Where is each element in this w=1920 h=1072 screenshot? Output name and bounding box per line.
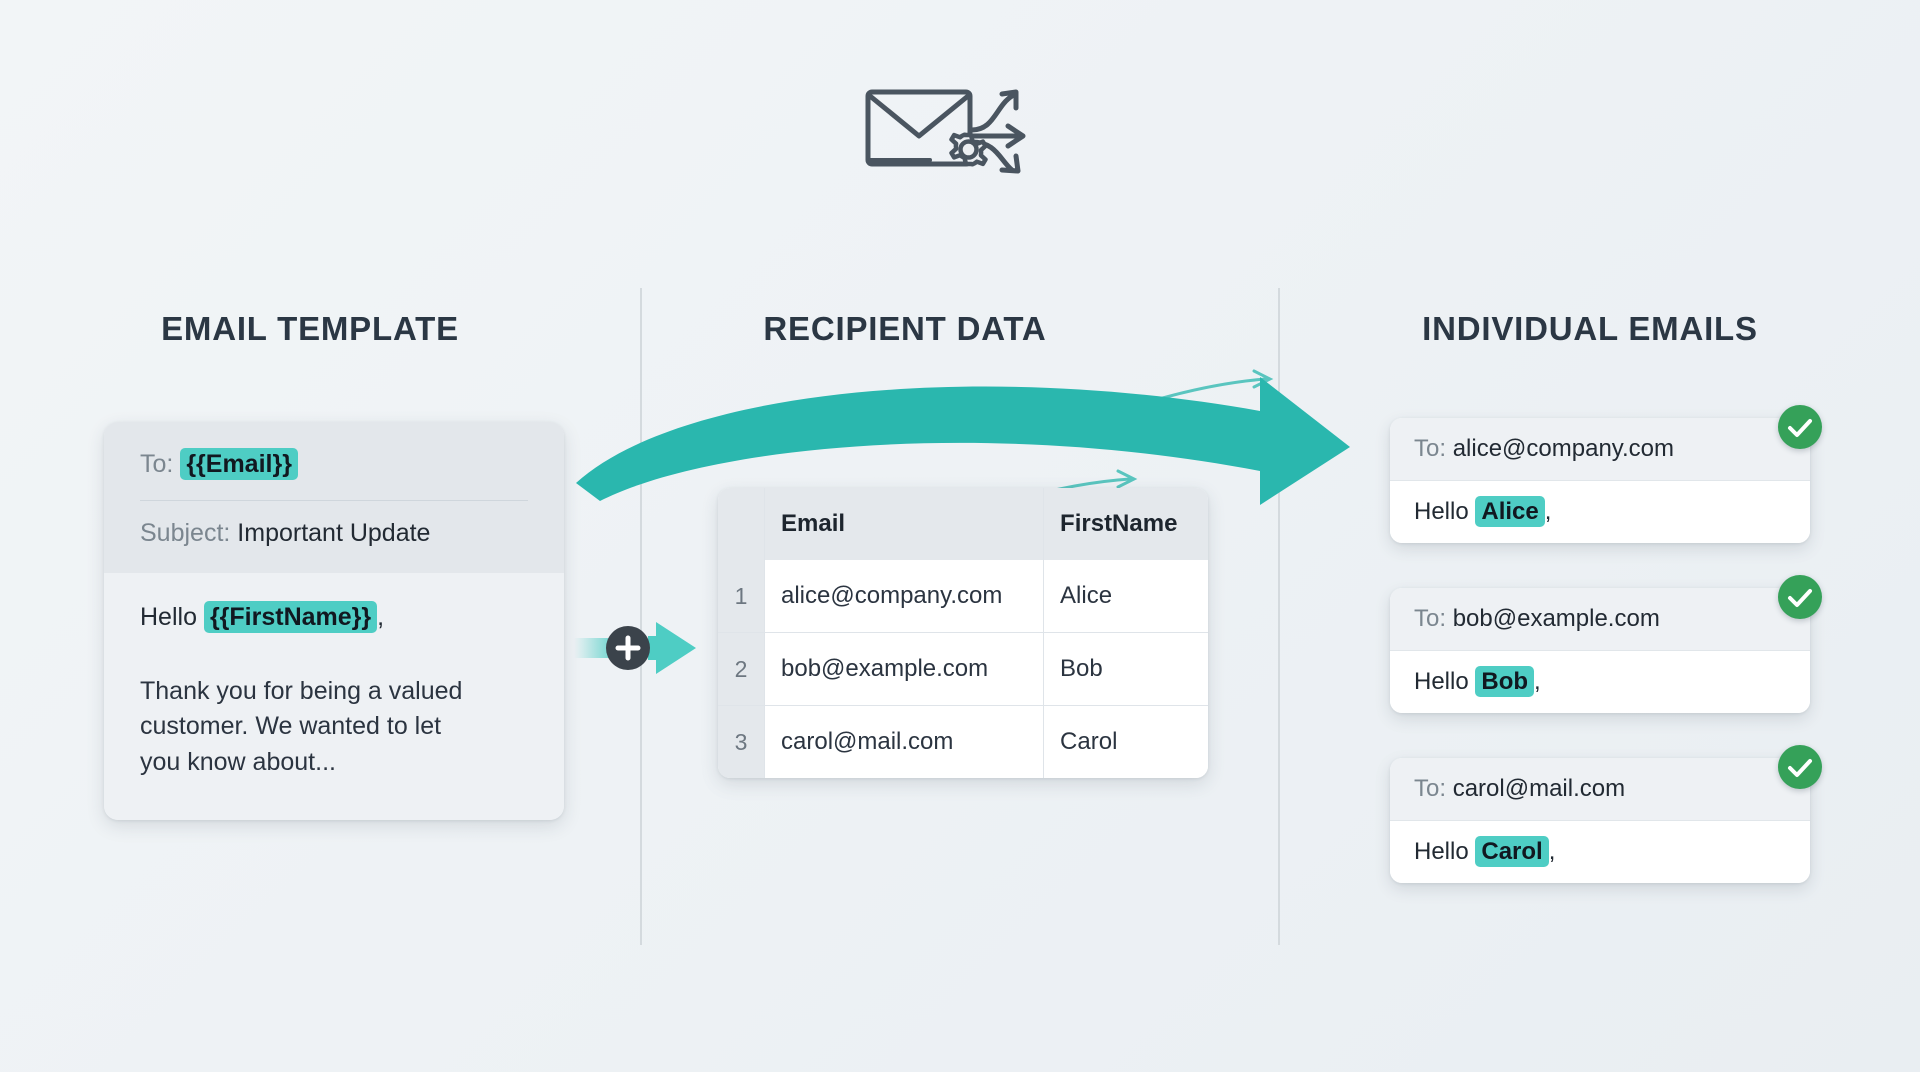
page-title-email-template: EMAIL TEMPLATE (161, 310, 459, 347)
result-greeting: Hello Carol, (1390, 821, 1810, 883)
row-number: 3 (718, 705, 765, 778)
cell-firstname: Alice (1043, 560, 1208, 633)
page-title-recipient-data: RECIPIENT DATA (763, 310, 1047, 347)
cell-firstname: Carol (1043, 705, 1208, 778)
result-greeting-suffix: , (1548, 838, 1556, 865)
cell-firstname: Bob (1043, 632, 1208, 706)
page-title-individual-emails: INDIVIDUAL EMAILS (1422, 310, 1758, 347)
flow-arrow-body (576, 377, 1350, 505)
result-to-address: carol@mail.com (1452, 775, 1626, 802)
column-divider-left (640, 288, 642, 945)
result-greeting-prefix: Hello (1414, 498, 1469, 525)
template-greeting-token: {{FirstName}} (203, 600, 378, 633)
result-greeting: Hello Bob, (1390, 651, 1810, 713)
table-row[interactable]: 3 carol@mail.com Carol (718, 705, 1208, 778)
result-merged-name: Carol (1475, 836, 1549, 867)
template-to-token: {{Email}} (180, 448, 298, 480)
result-to-line: To: alice@company.com (1390, 418, 1810, 481)
cell-email: carol@mail.com (764, 705, 1045, 778)
merge-connector (574, 622, 696, 674)
envelope-gear-arrows-icon (865, 89, 1026, 174)
motion-trail-arrow-2 (1252, 369, 1274, 389)
result-to-label: To: (1414, 435, 1447, 462)
template-body: Hello {{FirstName}}, Thank you for being… (104, 572, 564, 820)
template-header: To: {{Email}} Subject: Important Update (104, 422, 564, 573)
individual-email-card: To: bob@example.com Hello Bob, (1390, 588, 1810, 713)
connector-bar (574, 638, 616, 658)
result-to-line: To: bob@example.com (1390, 588, 1810, 651)
result-greeting-prefix: Hello (1414, 838, 1469, 865)
motion-trail-2 (1150, 377, 1268, 403)
result-to-label: To: (1414, 775, 1447, 802)
row-number: 1 (718, 560, 765, 633)
template-subject-line: Subject: Important Update (140, 517, 528, 551)
template-greeting: Hello {{FirstName}}, (140, 600, 528, 633)
connector-arrowhead (648, 622, 696, 674)
check-circle-icon (1778, 405, 1822, 449)
column-divider-right (1278, 288, 1280, 945)
table-header-email: Email (764, 488, 1045, 560)
check-circle-icon (1778, 575, 1822, 619)
table-header-row: Email FirstName (718, 488, 1208, 560)
row-number: 2 (718, 632, 765, 706)
table-row[interactable]: 2 bob@example.com Bob (718, 632, 1208, 706)
check-circle-icon (1778, 745, 1822, 789)
table-gutter-header (718, 488, 765, 560)
result-to-address: alice@company.com (1452, 435, 1675, 462)
cell-email: alice@company.com (764, 560, 1045, 633)
template-subject-label: Subject: (140, 518, 231, 547)
result-to-line: To: carol@mail.com (1390, 758, 1810, 821)
template-to-label: To: (140, 450, 174, 478)
individual-email-card: To: alice@company.com Hello Alice, (1390, 418, 1810, 543)
result-greeting: Hello Alice, (1390, 481, 1810, 543)
table-row[interactable]: 1 alice@company.com Alice (718, 560, 1208, 633)
template-greeting-prefix: Hello (140, 602, 197, 631)
cell-email: bob@example.com (764, 632, 1045, 706)
recipient-data-table: Email FirstName 1 alice@company.com Alic… (718, 488, 1208, 778)
result-greeting-prefix: Hello (1414, 668, 1469, 695)
result-to-label: To: (1414, 605, 1447, 632)
individual-email-card: To: carol@mail.com Hello Carol, (1390, 758, 1810, 883)
table-header-firstname: FirstName (1043, 488, 1208, 560)
template-greeting-suffix: , (377, 602, 385, 631)
result-merged-name: Alice (1475, 496, 1545, 527)
template-body-paragraph: Thank you for being a valued customer. W… (140, 676, 463, 776)
template-subject-value: Important Update (237, 518, 431, 547)
result-to-address: bob@example.com (1452, 605, 1660, 632)
result-merged-name: Bob (1475, 666, 1535, 697)
template-header-rule (140, 499, 528, 501)
motion-trail-arrow-1 (1116, 469, 1138, 489)
result-greeting-suffix: , (1534, 668, 1541, 695)
template-to-line: To: {{Email}} (140, 448, 528, 482)
email-template-card: To: {{Email}} Subject: Important Update … (104, 422, 564, 820)
result-greeting-suffix: , (1544, 498, 1552, 525)
